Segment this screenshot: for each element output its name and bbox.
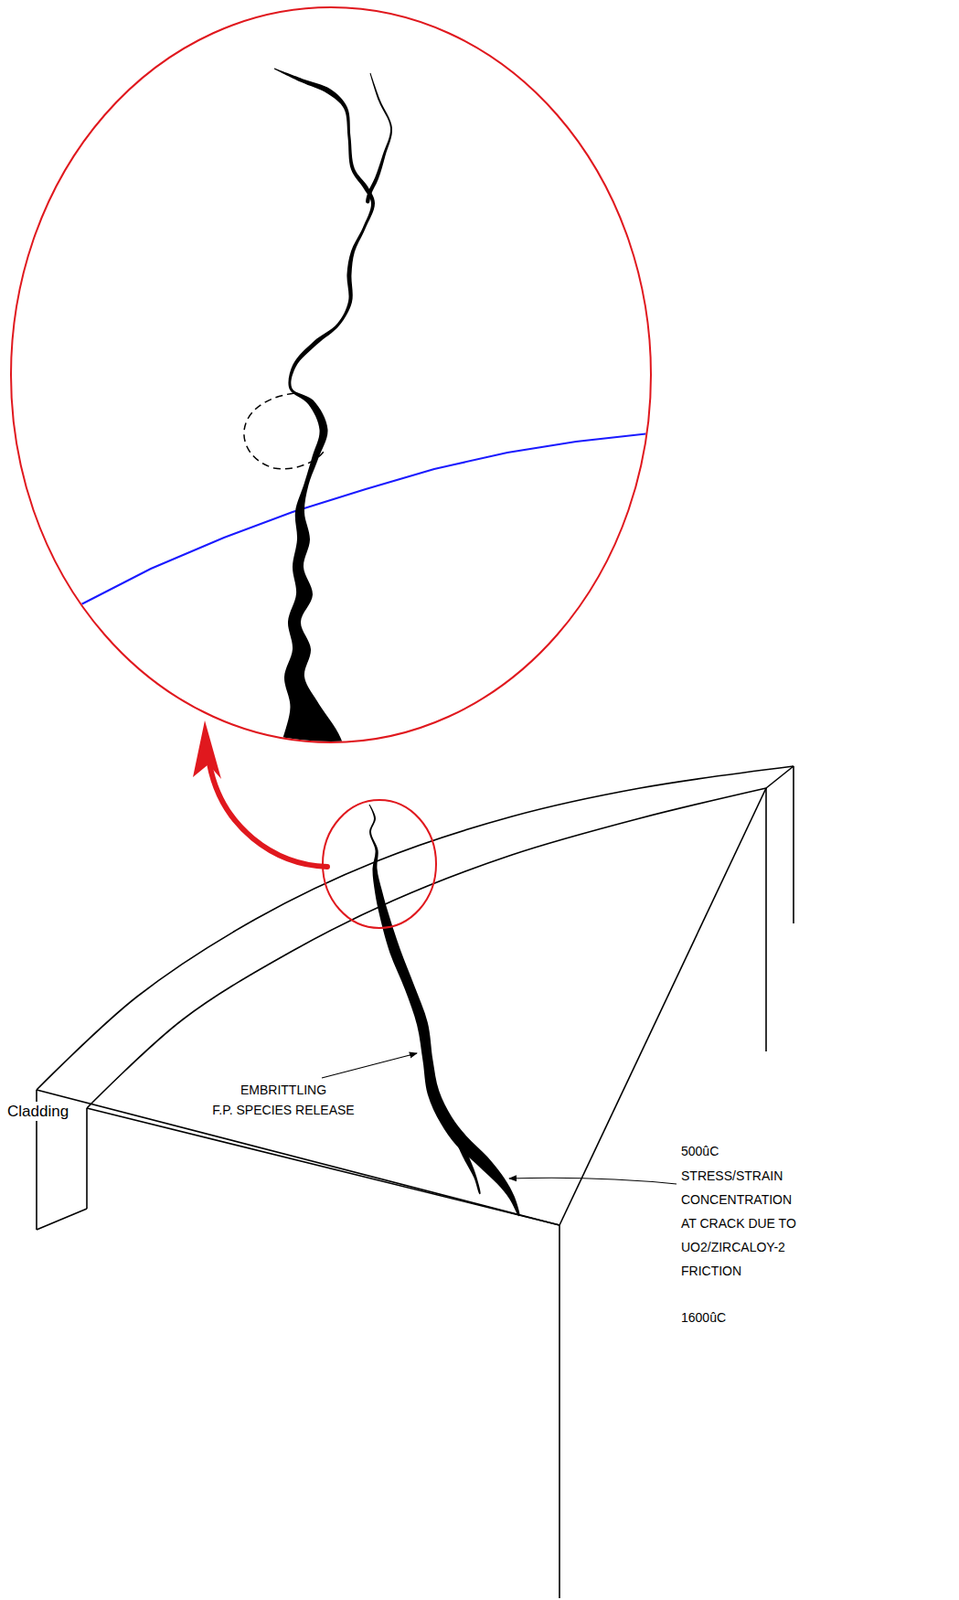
cladding-outer-arc (36, 766, 794, 1090)
edge-line (85, 1108, 88, 1209)
temperature-label: 500ûC (681, 1142, 719, 1160)
edge-line (792, 766, 795, 924)
temperature-label: 1600ûC (681, 1309, 726, 1326)
edge-line (36, 1208, 87, 1230)
leader-line (321, 1053, 417, 1078)
cladding-boundary-line (79, 433, 651, 606)
callout-text: STRESS/STRAIN CONCENTRATION AT CRACK DUE… (681, 1163, 810, 1283)
crack-branch (365, 73, 393, 204)
dashed-crack-path (244, 393, 324, 469)
callout-text: EMBRITTLING (240, 1081, 327, 1098)
edge-line (559, 788, 767, 1226)
zoom-arrowhead (192, 720, 222, 779)
callout-text: F.P. SPECIES RELEASE (212, 1101, 354, 1119)
cladding-sector (36, 766, 794, 1599)
edge-line (766, 766, 794, 789)
crack (369, 804, 521, 1216)
zoom-arrow (209, 763, 328, 867)
crack-branch (452, 1132, 480, 1194)
part-label: Cladding (5, 1101, 71, 1121)
crack-zoomed (274, 68, 375, 776)
zoom-view (79, 68, 651, 776)
edge-line (558, 1225, 561, 1599)
edge-line (765, 788, 768, 1052)
detail-circle (322, 799, 437, 928)
zoom-circle (10, 7, 651, 743)
leader-line (509, 1177, 677, 1184)
